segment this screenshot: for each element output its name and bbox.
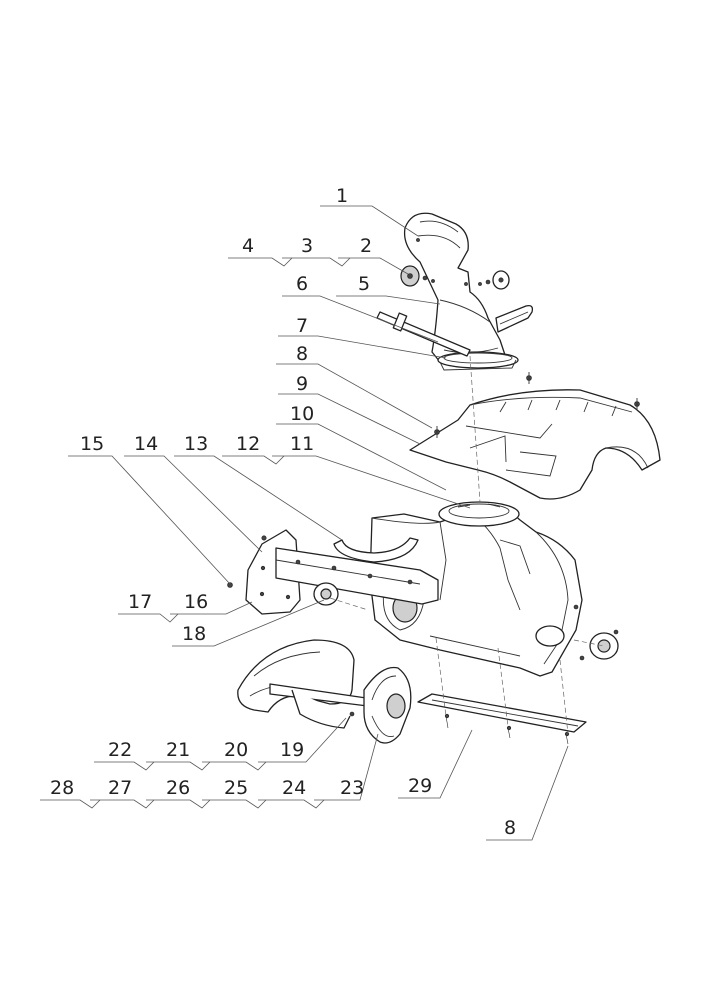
chute-knob-right [464, 270, 510, 290]
callout-8-top: 8 [296, 343, 308, 365]
callout-5: 5 [358, 273, 370, 295]
callout-10: 10 [290, 403, 314, 425]
callout-18: 18 [182, 623, 206, 645]
bolt-15 [227, 582, 233, 588]
chute-knob-left [400, 265, 435, 287]
callout-8-bottom: 8 [504, 817, 516, 839]
half-ring-bracket [333, 537, 419, 563]
callout-23: 23 [340, 777, 364, 799]
callout-7: 7 [296, 315, 308, 337]
housing-top-ring [438, 501, 520, 527]
callout-20: 20 [224, 739, 248, 761]
callout-6: 6 [296, 273, 308, 295]
callout-9: 9 [296, 373, 308, 395]
alignment-lines [329, 355, 605, 735]
callout-26: 26 [166, 777, 190, 799]
chute-base-ring [437, 351, 519, 371]
callout-2: 2 [360, 235, 372, 257]
discharge-chute [403, 212, 506, 365]
callout-17: 17 [128, 591, 152, 613]
callout-15: 15 [80, 433, 104, 455]
callout-29: 29 [408, 775, 432, 797]
upper-cover-frame [409, 372, 661, 500]
callout-12: 12 [236, 433, 260, 455]
leader-lines [40, 205, 569, 841]
callout-22: 22 [108, 739, 132, 761]
callout-11: 11 [290, 433, 314, 455]
callout-19: 19 [280, 739, 304, 761]
bolt-14 [261, 535, 267, 541]
callout-1: 1 [336, 185, 348, 207]
chute-handle [495, 304, 534, 333]
callout-13: 13 [184, 433, 208, 455]
callout-14: 14 [134, 433, 158, 455]
callout-27: 27 [108, 777, 132, 799]
bearing-flange-right [589, 629, 619, 660]
bearing-flange-left [313, 582, 339, 606]
callout-3: 3 [301, 235, 313, 257]
callout-labels: 1 2 3 4 5 6 7 8 9 10 11 12 13 14 15 16 1… [50, 185, 516, 839]
callout-21: 21 [166, 739, 190, 761]
auger-assembly [237, 639, 412, 744]
crossbar-frame [275, 547, 439, 605]
callout-28: 28 [50, 777, 74, 799]
callout-25: 25 [224, 777, 248, 799]
callout-24: 24 [282, 777, 306, 799]
chute-control-rod [376, 311, 471, 357]
callout-16: 16 [184, 591, 208, 613]
scraper-bar [417, 693, 587, 745]
callout-4: 4 [242, 235, 254, 257]
auger-housing [369, 509, 585, 677]
